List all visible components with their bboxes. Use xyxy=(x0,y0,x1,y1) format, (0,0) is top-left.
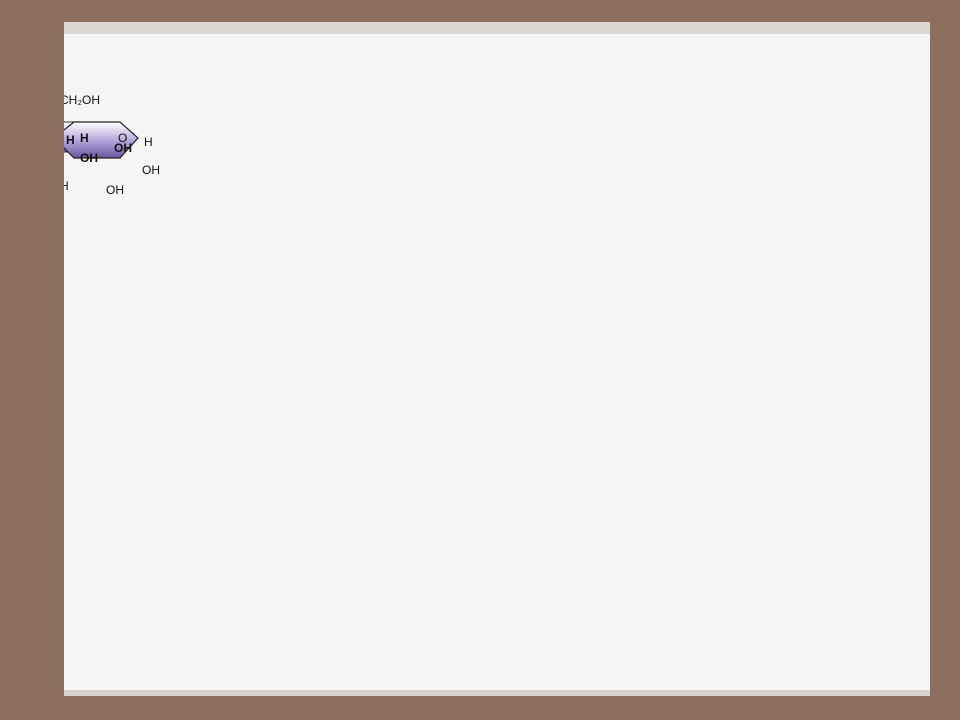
svg-text:H: H xyxy=(64,179,69,193)
svg-text:H: H xyxy=(66,133,75,147)
glycolysis-diagram: CH₂OH H H O OH OH OH H H OH H OH xyxy=(34,93,160,197)
svg-text:H: H xyxy=(80,131,89,145)
svg-text:O: O xyxy=(118,131,127,145)
svg-text:OH: OH xyxy=(142,163,160,177)
svg-text:OH: OH xyxy=(106,183,124,197)
svg-text:OH: OH xyxy=(114,141,132,155)
svg-text:H: H xyxy=(144,135,153,149)
figure-page: CH₂OH H H O OH OH OH H H OH H OH xyxy=(34,34,930,690)
glucosa-structure: CH₂OH H H O OH OH OH H H OH H OH xyxy=(34,93,160,197)
svg-text:CH₂OH: CH₂OH xyxy=(64,93,100,107)
svg-text:OH: OH xyxy=(80,151,98,165)
bottom-border xyxy=(64,690,930,696)
top-border xyxy=(64,22,930,34)
